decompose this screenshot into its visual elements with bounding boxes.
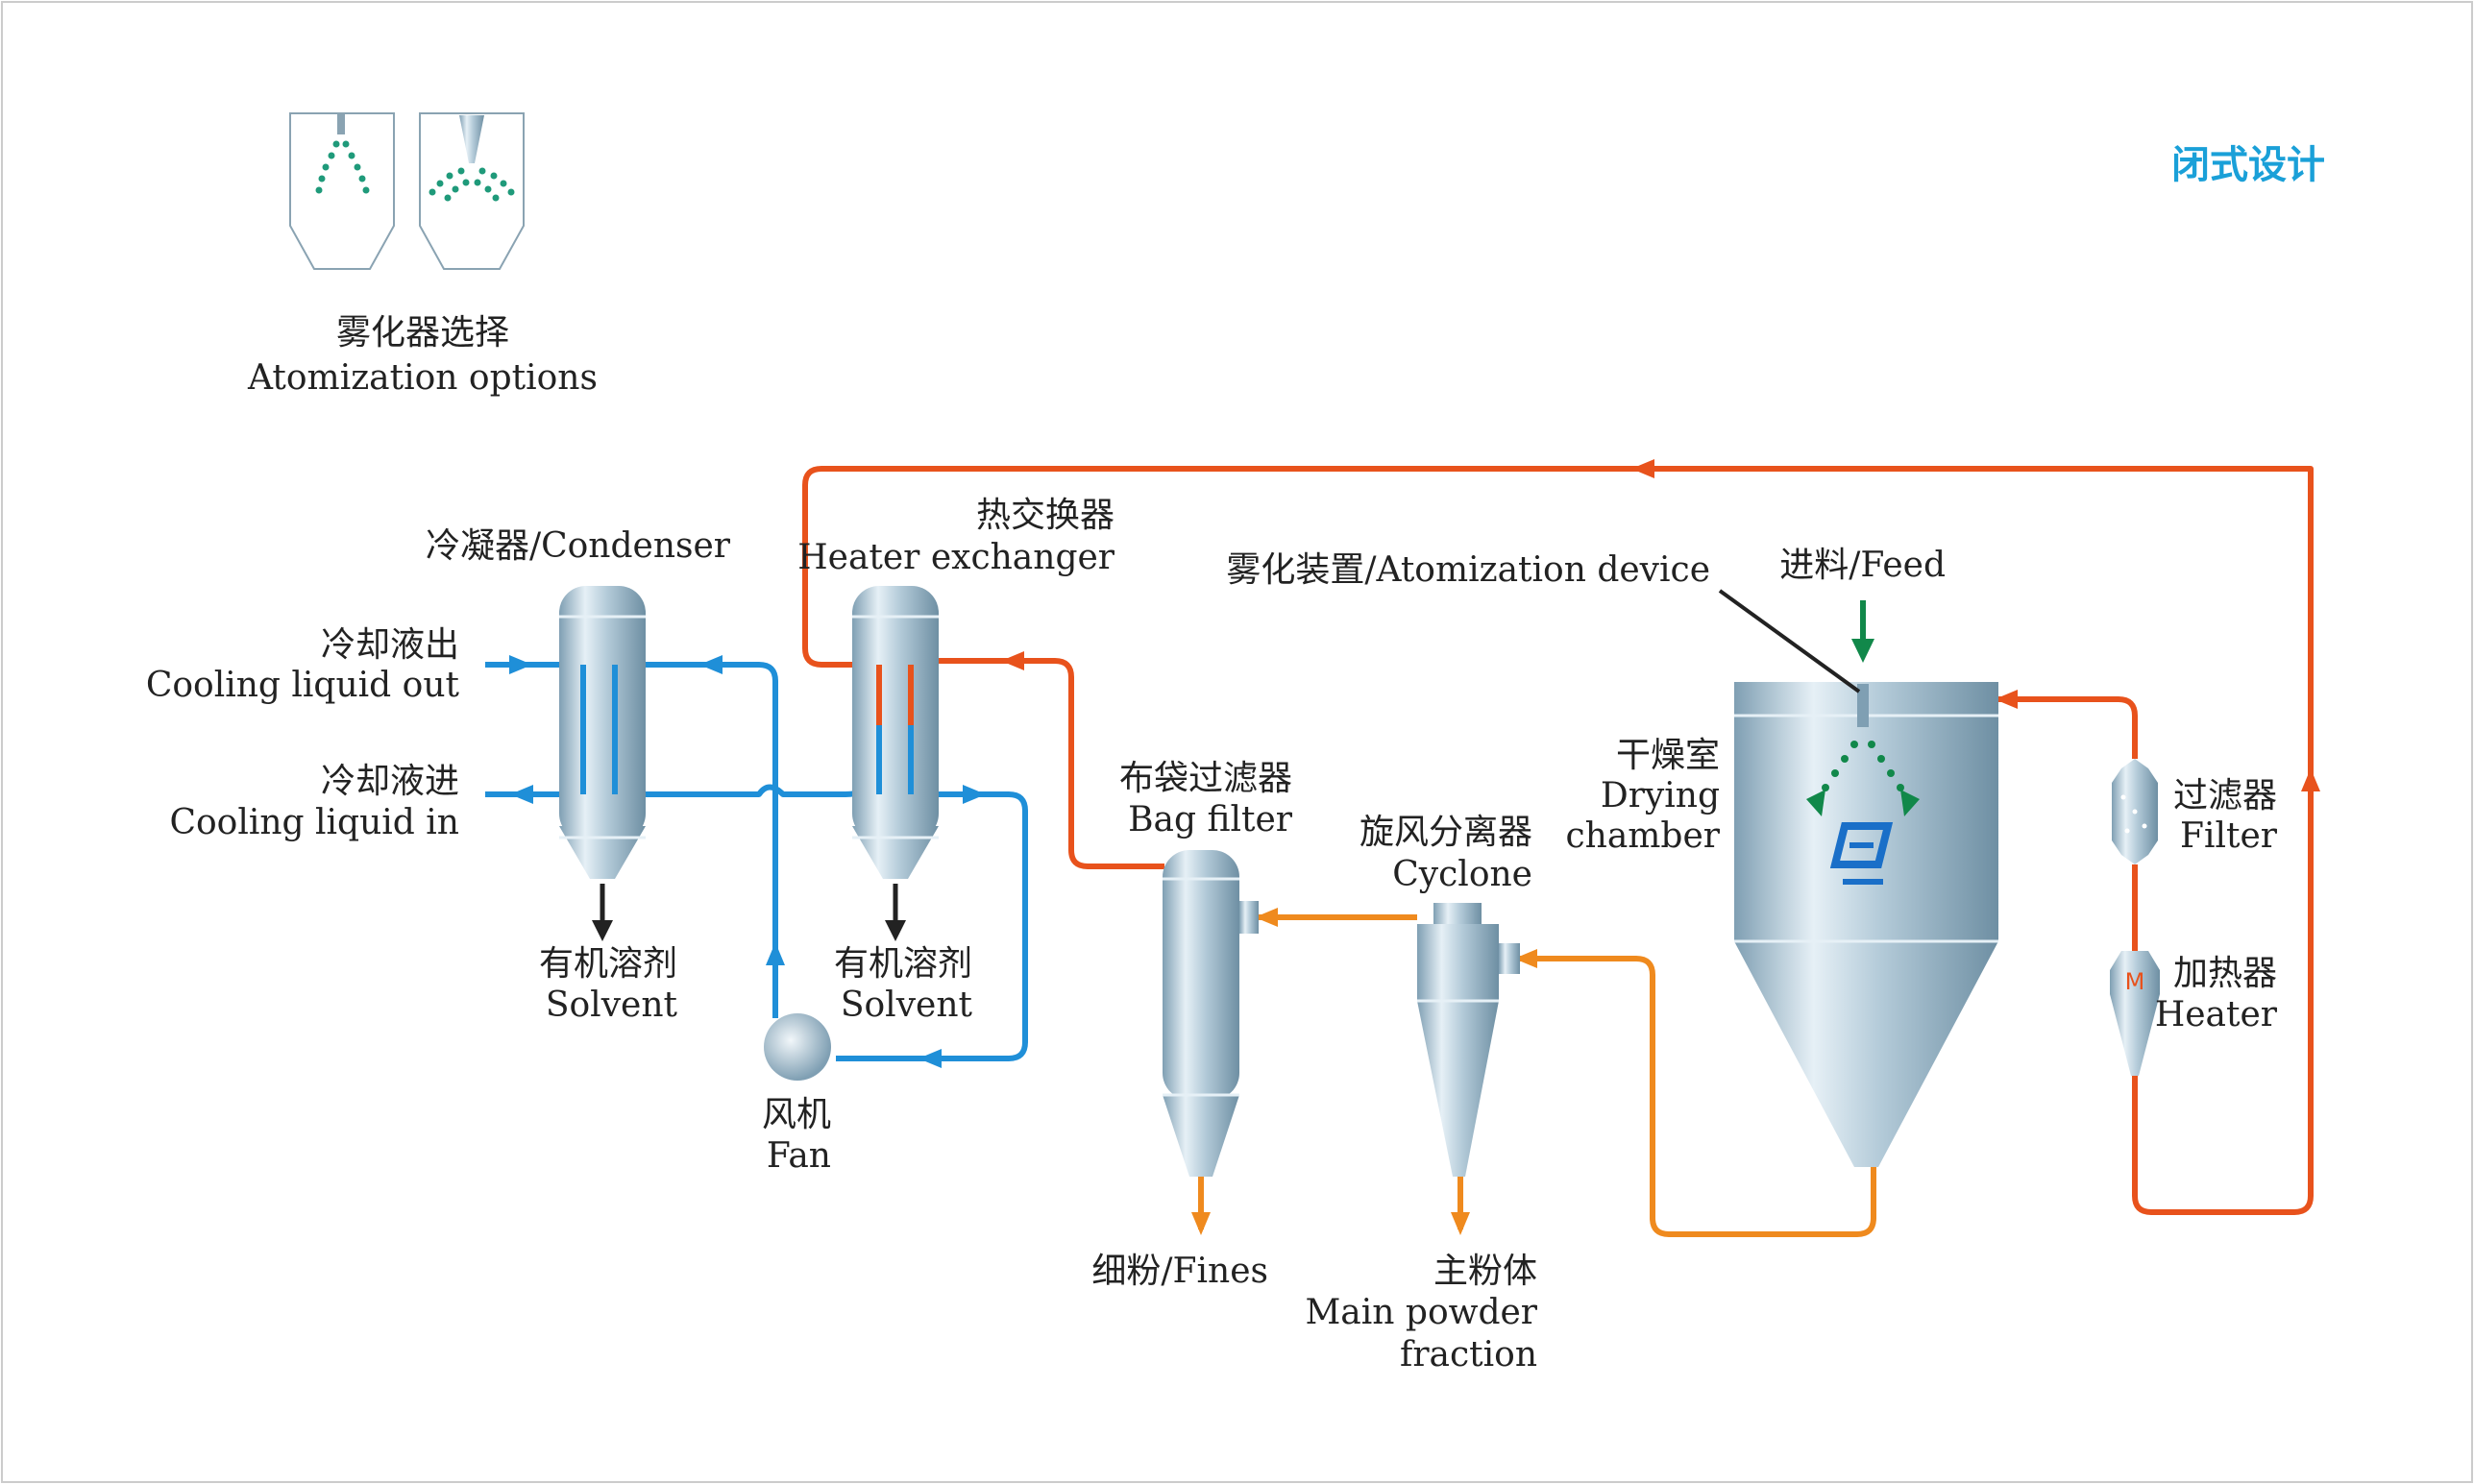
flow-arrow-to-bag — [1255, 908, 1278, 927]
cyclone-label-cn: 旋风分离器 — [1359, 813, 1532, 852]
atomizer-option-rotary — [419, 112, 525, 270]
cooling-out-label-en: Cooling liquid out — [146, 666, 460, 705]
cooling-in-label-en: Cooling liquid in — [169, 803, 459, 842]
flow-arrow-cooling-in — [510, 785, 533, 804]
solvent2-label-cn: 有机溶剂 — [834, 944, 972, 984]
drying-chamber-label-cn: 干燥室 — [1616, 736, 1720, 775]
filter-label-cn: 过滤器 — [2173, 776, 2277, 815]
flow-arrow-top — [1631, 459, 1654, 478]
flow-arrow-to-bag-filter — [1001, 651, 1024, 670]
flow-arrow-blue-bottom — [919, 1049, 942, 1068]
condenser-vessel — [559, 586, 646, 879]
fan-icon — [764, 1013, 831, 1081]
heater-exchanger-label-cn: 热交换器 — [976, 496, 1115, 535]
atomization-device-label: 雾化装置/Atomization device — [1226, 550, 1710, 590]
heater-mark: M — [2125, 968, 2145, 995]
feed-label: 进料/Feed — [1779, 546, 1946, 585]
flow-arrow-to-cyclone — [1514, 949, 1537, 968]
flow-arrow-fines — [1191, 1212, 1211, 1235]
condenser-label: 冷凝器/Condenser — [426, 526, 731, 566]
fines-label: 细粉/Fines — [1091, 1252, 1268, 1291]
flow-arrow-fan-up — [766, 942, 785, 965]
solvent2-label-en: Solvent — [841, 985, 973, 1025]
main-powder-label-en1: Main powder — [1305, 1293, 1537, 1332]
flow-arrow-main-powder — [1451, 1212, 1470, 1235]
flow-arrow-into-chamber — [1995, 690, 2018, 709]
cyclone-label-en: Cyclone — [1392, 855, 1532, 894]
solvent1-label-cn: 有机溶剂 — [539, 944, 677, 984]
heater-vessel: M — [2110, 951, 2160, 1076]
heater-label-cn: 加热器 — [2173, 954, 2277, 993]
flow-arrow-right-riser — [2301, 768, 2320, 791]
fan-label-en: Fan — [767, 1136, 831, 1176]
bag-filter-vessel — [1163, 850, 1259, 1177]
cooling-out-label-cn: 冷却液出 — [321, 625, 459, 665]
heater-label-en: Heater — [2155, 995, 2278, 1034]
vessel-internal-pipes — [580, 665, 914, 794]
bag-filter-label-en: Bag filter — [1128, 800, 1293, 839]
atomization-options-label-en: Atomization options — [247, 358, 598, 398]
atomization-device-leader — [1718, 589, 1861, 693]
filter-label-en: Filter — [2180, 816, 2278, 856]
feed-arrow — [1851, 600, 1874, 663]
cyclone-vessel — [1417, 903, 1520, 1177]
solvent1-label-en: Solvent — [546, 985, 678, 1025]
main-powder-label-en2: fraction — [1400, 1335, 1537, 1375]
filter-vessel — [2112, 759, 2158, 864]
drying-chamber-vessel — [1734, 682, 1998, 1167]
drying-chamber-label-en1: Drying — [1601, 776, 1720, 815]
bag-filter-label-cn: 布袋过滤器 — [1119, 759, 1292, 798]
heater-exchanger-label-en: Heater exchanger — [797, 538, 1115, 577]
flow-arrow-blue-mid — [963, 785, 986, 804]
solvent-outlet-arrows — [592, 884, 906, 941]
flow-arrow-cooling-out — [509, 655, 532, 674]
flow-arrow-blue-top — [699, 655, 723, 674]
atomization-options-label-cn: 雾化器选择 — [336, 313, 509, 353]
cooling-in-label-cn: 冷却液进 — [321, 762, 459, 801]
atomizer-option-nozzle — [289, 112, 395, 270]
heat-exchanger-vessel — [852, 586, 939, 879]
fan-label-cn: 风机 — [762, 1095, 831, 1134]
main-powder-label-cn: 主粉体 — [1433, 1252, 1537, 1291]
company-logo — [1829, 822, 1894, 885]
page-title: 闭式设计 — [2171, 143, 2325, 187]
drying-chamber-label-en2: chamber — [1565, 816, 1720, 856]
